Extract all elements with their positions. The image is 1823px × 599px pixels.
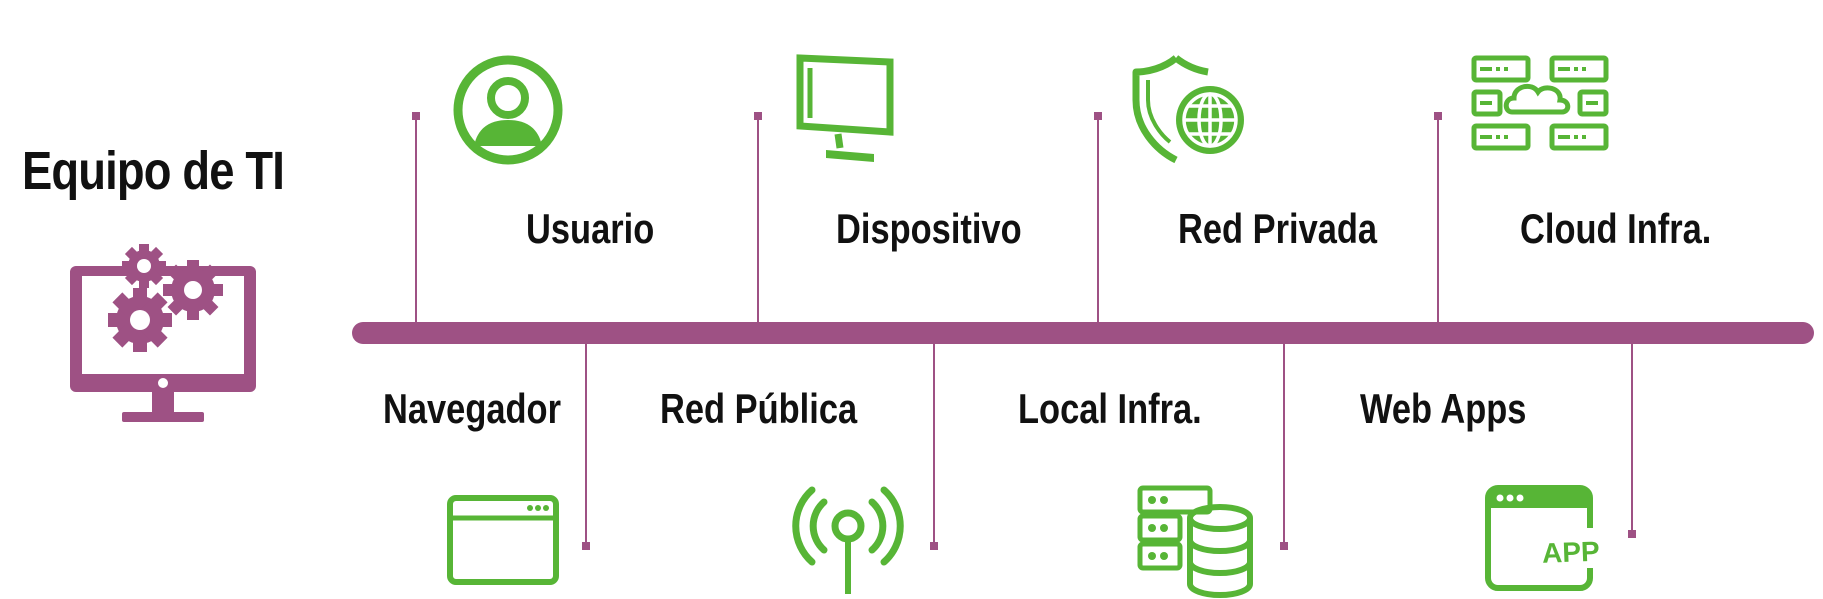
connector-stem: [1437, 116, 1439, 324]
app-window-icon: APP: [1485, 485, 1604, 591]
connector-stem: [585, 342, 587, 544]
connector-dot: [1628, 530, 1636, 538]
timeline-bar: [352, 322, 1814, 344]
connector-stem: [415, 116, 417, 324]
label-red-privada: Red Privada: [1178, 205, 1378, 252]
label-dispositivo: Dispositivo: [836, 205, 1022, 252]
computer-gears-icon: [70, 244, 256, 422]
label-local-infra: Local Infra.: [1018, 385, 1202, 432]
connector-stem: [1097, 116, 1099, 324]
connector-stem: [1631, 342, 1633, 532]
connector-stem: [757, 116, 759, 324]
antenna-icon: [792, 486, 904, 594]
cloud-servers-icon: [1471, 55, 1609, 151]
shield-globe-icon: [1132, 55, 1244, 164]
app-badge-text: APP: [1542, 536, 1601, 569]
diagram-title: Equipo de TI: [22, 141, 285, 201]
database-server-icon: [1137, 485, 1253, 598]
label-red-publica: Red Pública: [660, 385, 858, 432]
connector-dot: [1280, 542, 1288, 550]
label-web-apps: Web Apps: [1360, 385, 1527, 432]
label-usuario: Usuario: [526, 205, 655, 252]
label-navegador: Navegador: [383, 385, 562, 432]
connector-stem: [933, 342, 935, 544]
user-icon: [453, 55, 563, 165]
browser-window-icon: [447, 495, 559, 585]
connector-dot: [930, 542, 938, 550]
connector-stem: [1283, 342, 1285, 544]
connector-dot: [582, 542, 590, 550]
monitor-icon: [796, 54, 894, 162]
label-cloud-infra: Cloud Infra.: [1520, 205, 1712, 252]
